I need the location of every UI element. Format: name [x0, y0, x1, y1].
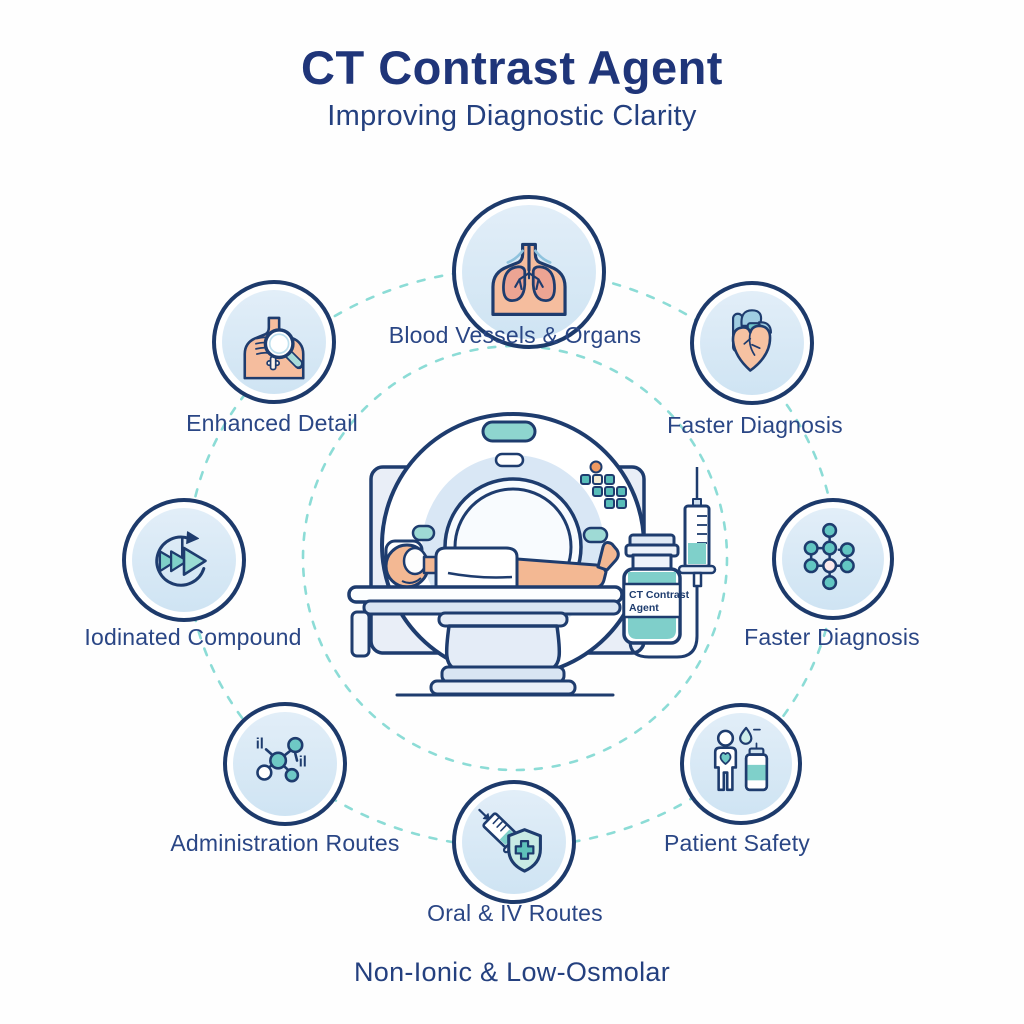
iv-syringe-group: [628, 467, 717, 659]
patient-torso: [434, 546, 519, 591]
molecule-network-icon: [803, 522, 855, 591]
contrast-bottle-group: CT Contrast Agent: [622, 533, 690, 645]
bottle-label-line1: CT Contrast: [629, 589, 690, 601]
bore-side-light-right: [582, 526, 609, 544]
footer-tagline: Non-Ionic & Low-Osmolar: [353, 957, 670, 987]
node-label-faster-diagnosis-right: Faster Diagnosis: [744, 624, 920, 650]
node-label-oral-iv-routes: Oral & IV Routes: [427, 900, 603, 926]
bottle-label-line2: Agent: [629, 602, 659, 614]
magnifier-body-icon: [243, 316, 305, 380]
node-faster-diagnosis-right: [772, 498, 894, 620]
control-panel-dots: [580, 460, 627, 509]
node-blood-vessels-organs: [452, 195, 606, 349]
node-label-enhanced-detail: Enhanced Detail: [186, 410, 358, 436]
bore-side-light-left: [411, 524, 436, 542]
pedestal-step2: [429, 679, 577, 696]
inner-dashed-ring: [301, 344, 729, 772]
page-subtitle: Improving Diagnostic Clarity: [327, 100, 697, 132]
node-label-blood-vessels-organs: Blood Vessels & Organs: [388, 322, 642, 348]
patient-legs: [515, 557, 608, 591]
syringe-tip: [692, 571, 703, 588]
node-label-iodinated-compound: Iodinated Compound: [84, 624, 302, 650]
node-label-patient-safety: Patient Safety: [664, 830, 810, 856]
ct-scanner-group: CT Contrast Agent: [347, 412, 717, 697]
gantry-top-light: [481, 420, 537, 443]
pedestal-body: [444, 624, 562, 670]
patient-vial-icon: [713, 726, 769, 792]
node-patient-safety: [680, 703, 802, 825]
table-left-leg: [350, 610, 371, 658]
patient-foot: [596, 541, 620, 572]
node-label-faster-diagnosis-top: Faster Diagnosis: [667, 412, 843, 438]
gantry-button: [494, 452, 525, 468]
molecule-text-right: il: [299, 755, 307, 771]
node-label-administration-routes: Administration Routes: [170, 830, 400, 856]
anatomical-heart-icon: [731, 309, 772, 372]
node-iodinated-compound: [122, 498, 246, 622]
node-enhanced-detail: [212, 280, 336, 404]
fast-forward-cycle-icon: [155, 531, 207, 587]
patient-face: [402, 546, 428, 576]
node-administration-routes: il il: [223, 702, 347, 826]
syringe-shield-icon: [478, 808, 542, 873]
patient-arm: [447, 571, 513, 579]
node-oral-iv-routes: [452, 780, 576, 904]
lungs-torso-icon: [491, 242, 567, 316]
iv-tube: [628, 586, 699, 659]
node-faster-diagnosis-top: [690, 281, 814, 405]
patient-group: [384, 539, 620, 591]
iodine-molecule-icon: il il: [256, 737, 307, 783]
page-title: CT Contrast Agent: [301, 41, 723, 94]
bottle-label: [622, 582, 682, 619]
pedestal-collar: [437, 611, 569, 628]
molecule-text-left: il: [256, 737, 264, 753]
